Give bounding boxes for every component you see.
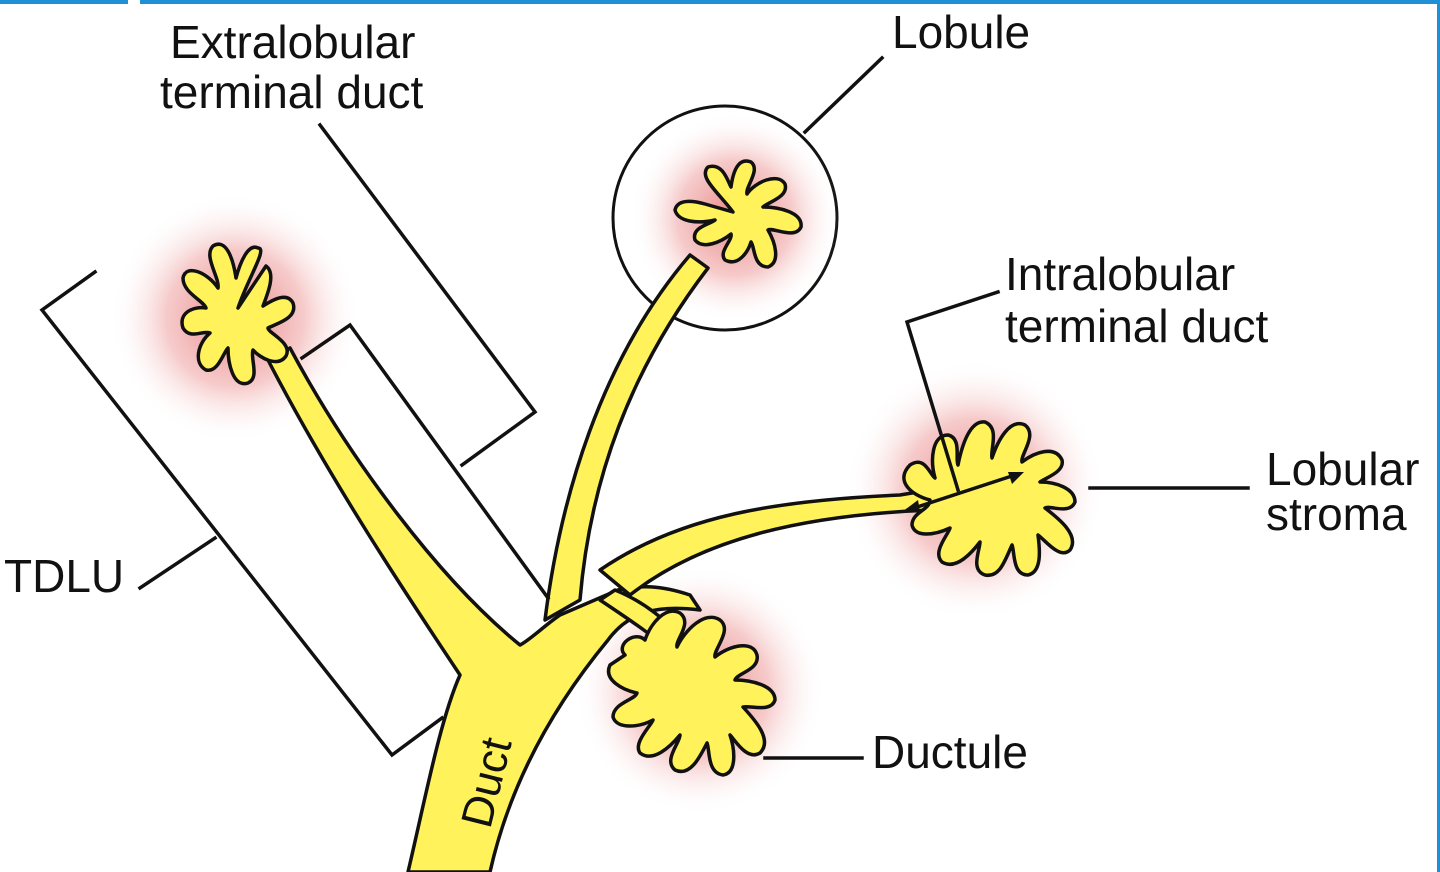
frame-right — [1437, 0, 1440, 872]
frame-top-right — [140, 0, 1440, 4]
extralobular-bracket — [299, 322, 551, 601]
label-tdlu: TDLU — [4, 550, 124, 602]
arrowhead-right — [1008, 472, 1024, 484]
label-intralobular-line1: Intralobular — [1005, 248, 1235, 300]
label-extralobular-line1: Extralobular — [170, 16, 415, 68]
cluster-right — [902, 420, 1077, 577]
leader-lines — [39, 55, 1250, 760]
label-ductule: Ductule — [872, 726, 1028, 778]
extralobular-bracket-top — [317, 122, 538, 468]
cluster-top — [673, 159, 803, 269]
cluster-left — [180, 242, 296, 386]
duct-tree — [180, 159, 1077, 872]
lobule-leader — [802, 55, 885, 135]
tdlu-bracket — [39, 269, 445, 758]
intralobular-arrow — [905, 471, 1021, 513]
label-stroma-line2: stroma — [1266, 488, 1407, 540]
label-extralobular-line2: terminal duct — [160, 66, 424, 118]
arrowhead-left — [902, 500, 920, 512]
labels: Extralobular terminal duct Lobule Intral… — [4, 6, 1419, 832]
cluster-bottom — [606, 609, 777, 777]
tdlu-leader — [137, 535, 218, 591]
label-intralobular-line2: terminal duct — [1005, 300, 1269, 352]
branch-to-lobule — [543, 253, 710, 622]
frame-top-left — [0, 0, 128, 4]
label-stroma-line1: Lobular — [1266, 443, 1419, 495]
intralobular-leader — [904, 289, 1001, 493]
label-lobule: Lobule — [892, 6, 1030, 58]
